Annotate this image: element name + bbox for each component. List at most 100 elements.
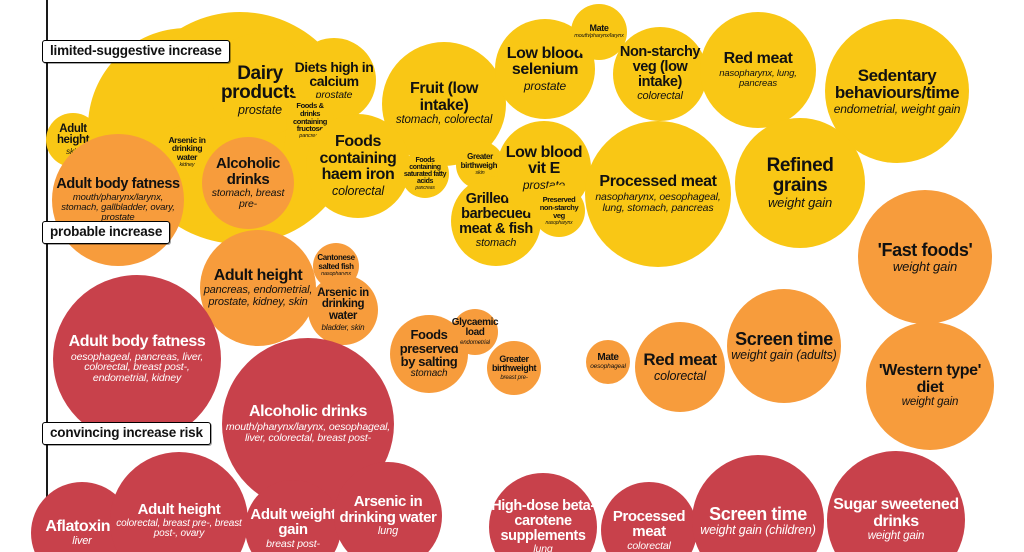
bubble-title: Aflatoxins <box>45 517 119 535</box>
bubble-cancer-sites: colorectal <box>627 539 671 552</box>
bubble-title: Arsenic in drinking water <box>317 286 369 323</box>
bubble-title: Refined grains <box>766 155 834 196</box>
bubble-cancer-sites: colorectal, breast pre-, breast post-, o… <box>116 517 242 540</box>
bubble-title: Grilled or barbecued meat & fish <box>459 191 533 238</box>
bubble-cancer-sites: endometrial <box>460 339 490 346</box>
bubble-cancer-sites: stomach, colorectal <box>395 114 493 127</box>
bubble-cancer-sites: breast post- <box>266 537 320 550</box>
bubble-title: Adult body fatness <box>68 333 206 351</box>
bubble-cancer-sites: nasopharynx <box>321 270 351 277</box>
bubble-cancer-sites: mouth/pharynx/larynx, stomach, gallbladd… <box>61 192 175 223</box>
tier-marker-label: probable increase <box>42 221 171 244</box>
bubble-cancer-sites: weight gain <box>767 195 833 211</box>
bubble-title: Adult height <box>137 501 221 519</box>
bubble-title: Foods containing haem iron <box>319 133 397 184</box>
bubble-cancer-sites: breast pre- <box>500 374 528 381</box>
bubble-cancer-sites: endometrial, weight gain <box>833 101 961 116</box>
bubble-cancer-sites: pancreas <box>415 185 435 192</box>
bubble-title: Dairy products <box>220 62 300 104</box>
bubble-cancer-sites: weight gain (children) <box>700 523 816 538</box>
bubble-cancer-sites: prostate <box>238 102 282 117</box>
bubble-cancer-sites: colorectal <box>653 368 706 383</box>
bubble-title: Arsenic in drinking water <box>168 134 206 163</box>
bubble-cancer-sites: bladder, skin <box>321 323 365 333</box>
bubble-title: Mate <box>589 23 609 34</box>
bubble-title: Preserved non-starchy veg <box>539 195 579 220</box>
bubble-title: Cantonese salted fish <box>317 253 355 271</box>
tier-marker-label: convincing increase risk <box>42 422 211 445</box>
bubble-cancer-sites: nasopharynx, lung, pancreas <box>719 67 797 89</box>
bubble-cancer-sites: liver <box>72 535 92 548</box>
bubble-title: Alcoholic drinks <box>248 403 368 421</box>
bubble-title: Greater birthweight <box>460 152 500 170</box>
risk-bubble[interactable]: 'Fast foods'weight gain <box>858 190 992 324</box>
bubble-title: Non-starchy veg (low intake) <box>619 44 701 91</box>
bubble-text: 'Fast foods'weight gain <box>876 241 975 274</box>
bubble-title: Diets high in calcium <box>294 58 374 90</box>
risk-bubble[interactable]: Non-starchy veg (low intake)colorectal <box>613 27 707 121</box>
bubble-title: Glycaemic load <box>451 317 499 339</box>
bubble-title: High-dose beta-carotene supplements <box>491 497 595 544</box>
bubble-cancer-sites: nasopharynx <box>545 219 573 226</box>
bubble-title: Sugar sweetened drinks <box>833 496 959 530</box>
bubble-cancer-sites: stomach <box>410 368 448 380</box>
bubble-title: Screen time <box>735 328 833 349</box>
bubble-cancer-sites: nasopharynx, oesophageal, lung, stomach,… <box>595 190 721 214</box>
bubble-cancer-sites: kidney <box>179 161 195 168</box>
bubble-cancer-sites: pancreas <box>299 133 321 140</box>
bubble-title: Processed meat <box>612 507 686 541</box>
bubble-cancer-sites: stomach, breast pre- <box>211 187 285 210</box>
bubble-title: Adult body fatness <box>56 176 180 193</box>
bubble-cancer-sites: lung <box>377 525 399 538</box>
bubble-title: 'Fast foods' <box>877 239 973 260</box>
bubble-cancer-sites: mouth/pharynx/larynx <box>574 33 624 40</box>
bubble-cancer-sites: stomach <box>475 237 517 250</box>
